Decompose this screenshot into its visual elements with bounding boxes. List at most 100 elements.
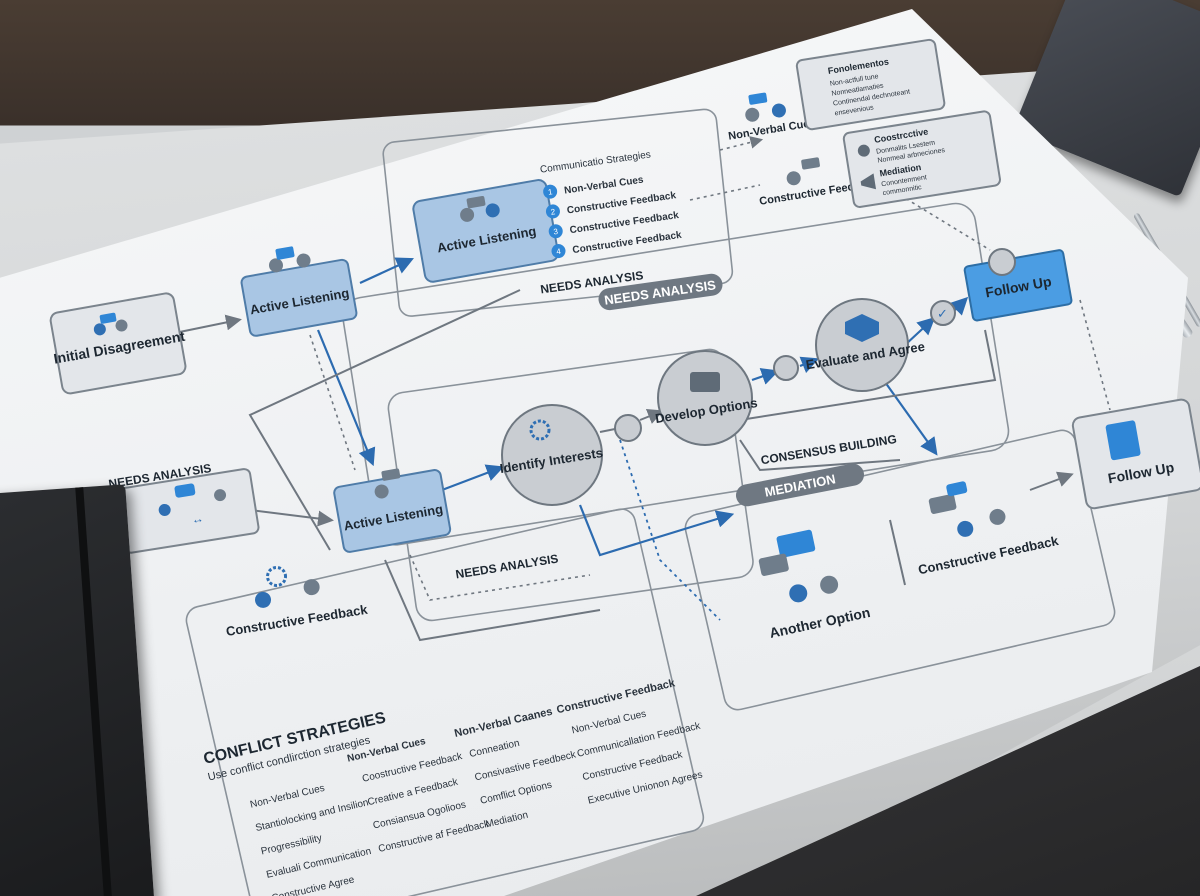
microphone-icon [857, 144, 870, 157]
gear-icon [266, 565, 288, 587]
chat-bubble-icon [99, 312, 117, 324]
strategy-item: Conneation [468, 738, 520, 760]
edge-to-mediation [578, 504, 735, 557]
person-icon [255, 591, 272, 608]
node-active-listening-1: Active Listening [240, 246, 358, 337]
person-icon [93, 323, 106, 336]
edge-dotted-topright [899, 194, 991, 251]
edge-to-evaluate [799, 356, 820, 374]
edge-needs-to-listening [249, 509, 334, 527]
checkmark-icon [845, 314, 879, 342]
person-icon [158, 503, 171, 516]
bullet-number: 2 [550, 207, 556, 217]
card-fonolementos: Fonolementos Non-actfull tune Nonneatlam… [795, 38, 946, 131]
edge-listening-to-identify [441, 464, 505, 492]
edge-evaluate-to-check [904, 317, 936, 346]
person-icon [745, 107, 760, 122]
person-icon [771, 103, 786, 118]
edge-listening-to-panel [359, 257, 414, 284]
bullet-4 [551, 244, 566, 259]
person-icon [957, 520, 974, 537]
node-active-listening-2: Active Listening [412, 179, 559, 283]
node-evaluate-agree: Evaluate and Agree [805, 298, 926, 392]
main-loop-panel [342, 202, 1010, 546]
edge-consensus-loop [739, 439, 901, 472]
node-needs-analysis-box: ↔ [115, 468, 260, 554]
person-icon [115, 319, 128, 332]
person-icon [786, 171, 801, 186]
gear-icon [529, 419, 551, 441]
megaphone-icon [860, 173, 877, 190]
strategy-item: Non-Verbal Cues [571, 709, 648, 737]
arrows-icon: ↔ [190, 511, 204, 527]
mediation-banner: MEDIATION [735, 463, 865, 507]
bullet-number: 1 [547, 187, 553, 197]
node-identify-interests: Identify Interests [499, 404, 604, 506]
edge-listening-down [316, 329, 376, 467]
edge-develop-to-arrows [751, 368, 780, 385]
chat-bubble-icon [928, 494, 957, 515]
chat-bubble-icon [758, 553, 789, 576]
bullet-1 [543, 184, 558, 199]
bullet-3 [548, 224, 563, 239]
arrows-node [773, 355, 799, 381]
edge-dotted-right [1079, 299, 1111, 411]
notebook-band [75, 487, 113, 896]
node-label: Another Option [768, 604, 872, 641]
edge-to-develop [639, 409, 664, 424]
edge-loop-bottom [384, 559, 601, 642]
briefcase-icon [690, 372, 720, 392]
node-label: Constructive Feedback [917, 533, 1061, 578]
edge-to-followup [949, 296, 969, 316]
person-icon [989, 508, 1006, 525]
node-active-listening-3: Active Listening [333, 468, 452, 553]
node-label: Constructive Feedback [225, 602, 369, 639]
person-icon [820, 575, 839, 594]
chat-bubble-icon [174, 483, 196, 498]
node-develop-options: Develop Options [654, 350, 758, 446]
node-label: Non-Verbal Cues [727, 117, 816, 143]
person-icon [789, 584, 808, 603]
edge-dotted-down [309, 334, 356, 471]
edge-dotted-bottom [409, 554, 591, 601]
bullet-number: 3 [553, 227, 559, 237]
clipboard-icon [1105, 420, 1141, 461]
chat-bubble-icon [776, 529, 816, 558]
person-icon [296, 253, 311, 268]
chat-bubble-icon [946, 481, 968, 497]
chat-bubble-icon [748, 92, 768, 105]
node-another-option: Another Option [758, 529, 872, 641]
edge-right-loop [739, 329, 997, 421]
node-constructive-feedback-right: Constructive Feedback [917, 481, 1061, 578]
strategy-item: Non-Verbal Cues [249, 783, 326, 811]
person-icon [214, 489, 227, 502]
person-icon [460, 207, 475, 222]
strategy-item: Progressibility [260, 833, 323, 858]
strategy-item: Constructive Agree [271, 874, 356, 896]
chat-bubble-icon [381, 468, 401, 481]
needs-analysis-label-mid: NEEDS ANALYSIS [455, 551, 560, 581]
person-icon [303, 579, 320, 596]
strategy-heading: Constructive Feedback [556, 677, 677, 716]
edge-dotted-another [619, 439, 721, 621]
strategy-item: Comflict Options [479, 780, 553, 807]
connector-node [614, 414, 642, 442]
communication-panel [382, 108, 734, 317]
bullet-number: 4 [556, 247, 562, 257]
node-initial-disagreement: Initial Disagreement [49, 292, 186, 395]
card-constructive-mediation: Coostrcctive Donmalits Lsestem Nonmeal a… [842, 110, 1001, 208]
chat-bubble-icon [466, 195, 486, 209]
mediation-panel [684, 429, 1116, 711]
person-icon [485, 203, 500, 218]
edge-dotted-constructive [689, 184, 761, 201]
conflict-strategies: CONFLICT STRATEGIES Use conflict condlir… [202, 677, 704, 896]
check-node-top [988, 248, 1016, 276]
node-follow-up-top: Follow Up [963, 249, 1073, 322]
node-follow-up-right: Follow Up [1071, 398, 1200, 510]
bullet-2 [545, 204, 560, 219]
edge-to-followup-right [1029, 471, 1074, 491]
comm-title: Communicatio Strategies [539, 149, 651, 175]
chat-bubble-icon [275, 246, 295, 260]
